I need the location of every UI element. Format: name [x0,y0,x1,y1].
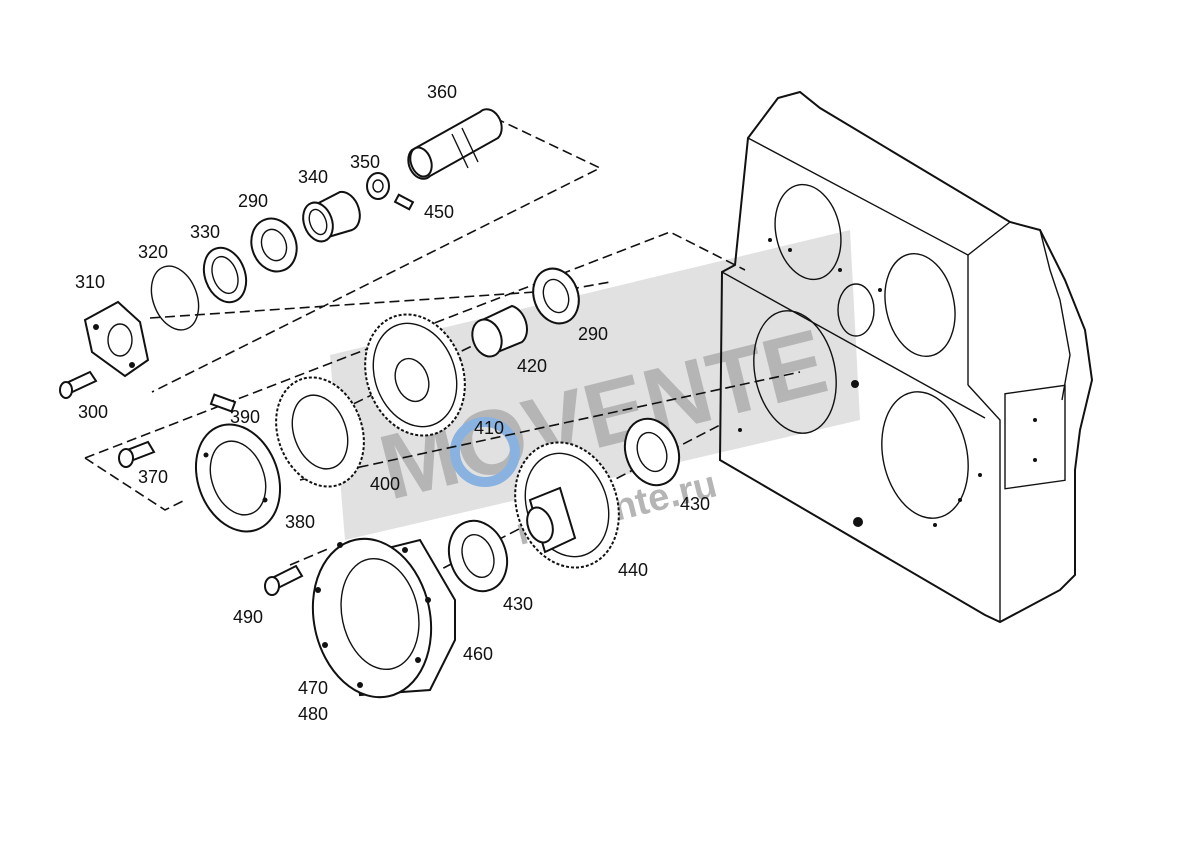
part-360-splined-sleeve[interactable] [406,108,503,180]
part-390-dowel[interactable] [209,393,237,413]
part-490-bolt[interactable] [264,564,304,596]
label-470: 470 [298,678,328,698]
part-430-bearing-right[interactable] [616,411,688,493]
label-350: 350 [350,152,380,172]
part-400-gear-large[interactable] [349,300,482,449]
label-340: 340 [298,167,328,187]
part-370-bolt[interactable] [118,440,156,468]
watermark-logo-ring [450,417,520,487]
label-320: 320 [138,242,168,262]
part-310-cover-plate[interactable] [83,300,150,378]
label-410: 410 [474,418,504,438]
label-290-upper: 290 [238,191,268,211]
label-420: 420 [517,356,547,376]
label-290-lower: 290 [578,324,608,344]
label-360: 360 [427,82,457,102]
part-440-gear-hub[interactable] [498,428,636,582]
part-430-bearing-left[interactable] [439,513,516,600]
part-400-gear-small[interactable] [261,365,378,499]
label-440: 440 [618,560,648,580]
part-460-carrier-housing[interactable] [299,528,456,709]
part-290-bearing-lower[interactable] [526,262,586,330]
label-490: 490 [233,607,263,627]
label-430-right: 430 [680,494,710,514]
part-290-bearing-upper[interactable] [244,212,304,278]
label-460: 460 [463,644,493,664]
label-300: 300 [78,402,108,422]
part-300-bolt[interactable] [59,370,98,399]
label-310: 310 [75,272,105,292]
part-380-retaining-plate[interactable] [182,413,295,544]
label-380: 380 [285,512,315,532]
part-350-needle-bearing[interactable] [366,172,390,200]
label-400: 400 [370,474,400,494]
label-330: 330 [190,222,220,242]
label-480: 480 [298,704,328,724]
part-450-pin[interactable] [393,193,415,211]
label-390: 390 [230,407,260,427]
part-330-seal-ring[interactable] [197,242,254,308]
part-labels: 360 350 340 450 290 330 320 310 300 290 … [75,82,710,724]
label-430-left: 430 [503,594,533,614]
part-420-bushing[interactable] [467,304,528,361]
transmission-housing [718,90,1094,624]
part-320-o-ring[interactable] [143,259,207,336]
label-370: 370 [138,467,168,487]
label-450: 450 [424,202,454,222]
part-340-bushing[interactable] [298,190,361,246]
